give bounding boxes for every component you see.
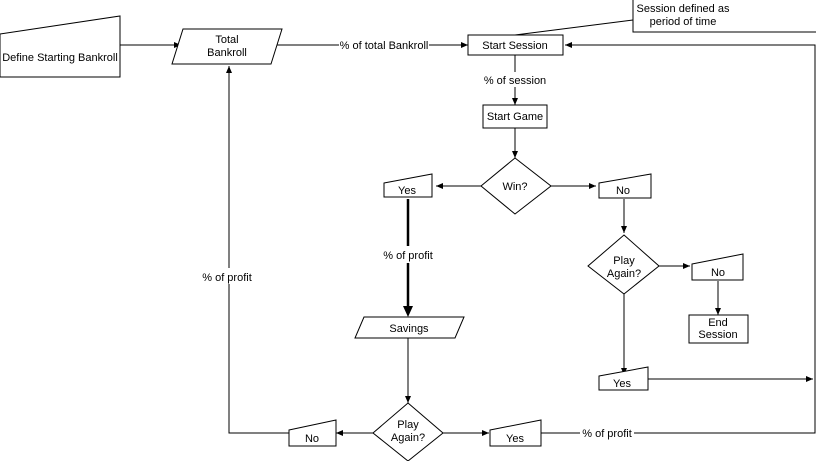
no-win-label: No [616, 185, 630, 197]
no-bottom-label: No [305, 433, 319, 445]
play-again-right-decision: Play Again? [587, 234, 660, 295]
edge-yes-bottom-to-session [565, 42, 816, 434]
yes-right-node: Yes [598, 366, 649, 391]
connectors [120, 19, 816, 436]
edge-no-segment-a [228, 284, 289, 434]
no-win-node: No [598, 173, 652, 199]
label-pct-session: % of session [484, 75, 546, 87]
total-bankroll-line-1: Total [215, 34, 238, 46]
start-session-node: Start Session [467, 34, 564, 56]
edge-yes-to-savings-arrowhead [403, 306, 413, 317]
play-again-right-line-2: Again? [607, 268, 641, 280]
play-again-bottom-line-2: Again? [391, 432, 425, 444]
play-again-bottom-decision: Play Again? [372, 402, 444, 461]
win-label: Win? [502, 181, 527, 193]
yes-right-label: Yes [613, 378, 631, 390]
savings-node: Savings [354, 316, 465, 339]
start-session-label: Start Session [482, 40, 547, 52]
yes-bottom-node: Yes [489, 419, 542, 447]
yes-bottom-label: Yes [506, 433, 524, 445]
end-session-node: End Session [688, 314, 749, 344]
end-session-line-1: End [708, 317, 728, 329]
play-again-bottom-line-1: Play [397, 419, 419, 431]
yes-win-label: Yes [398, 185, 416, 197]
start-game-label: Start Game [487, 111, 543, 123]
session-note-line-2: period of time [650, 16, 717, 28]
total-bankroll-line-2: Bankroll [207, 47, 247, 59]
savings-label: Savings [389, 323, 429, 335]
end-session-line-2: Session [698, 329, 737, 341]
edge-labels: % of total Bankroll % of session % of pr… [202, 40, 632, 440]
start-game-node: Start Game [482, 104, 548, 129]
no-right-label: No [711, 267, 725, 279]
yes-win-node: Yes [383, 173, 433, 198]
label-pct-profit-bottom: % of profit [582, 428, 632, 440]
no-right-node: No [691, 253, 744, 281]
label-pct-profit-left: % of profit [202, 272, 252, 284]
total-bankroll-node: Total Bankroll [171, 28, 283, 65]
note-callout-line [514, 19, 634, 36]
session-note: Session defined as period of time [632, 0, 816, 33]
play-again-right-line-1: Play [613, 255, 635, 267]
define-bankroll-node: Define Starting Bankroll [0, 15, 121, 78]
define-bankroll-label: Define Starting Bankroll [2, 52, 118, 64]
label-pct-profit-savings: % of profit [383, 250, 433, 262]
label-pct-total-bankroll: % of total Bankroll [340, 40, 429, 52]
session-note-line-1: Session defined as [637, 3, 730, 15]
no-bottom-node: No [288, 419, 337, 447]
win-decision: Win? [480, 157, 552, 215]
